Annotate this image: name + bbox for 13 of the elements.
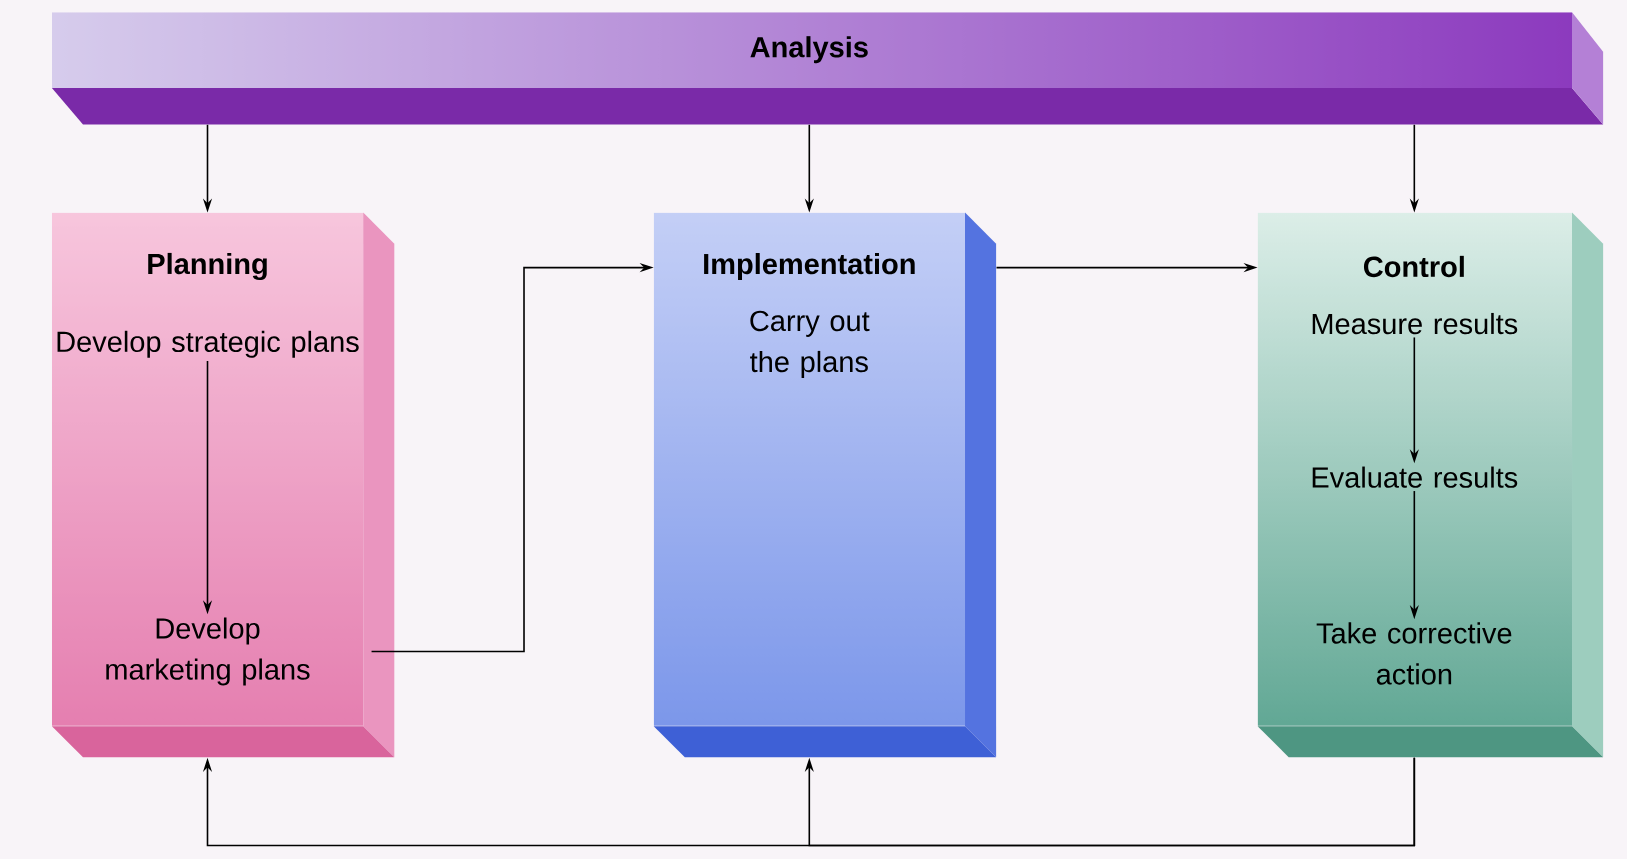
node-label: Planning — [148, 252, 267, 281]
node-label: Implementation — [704, 252, 915, 281]
step-text: Measure results — [1312, 312, 1518, 335]
step-text: Develop marketing plans — [106, 617, 310, 686]
node-label: Analysis — [750, 36, 868, 64]
implementation-box: Implementation Carry out the plans — [653, 212, 997, 758]
step-text: Take corrective action — [1316, 622, 1512, 685]
node-label: Control — [1363, 255, 1464, 278]
analysis-bar: Analysis — [51, 12, 1604, 125]
step-text: Develop strategic plans — [57, 330, 359, 358]
arrow — [804, 757, 1416, 847]
node-label: Carry out the plans — [750, 310, 870, 378]
step-text: Evaluate results — [1312, 466, 1518, 488]
